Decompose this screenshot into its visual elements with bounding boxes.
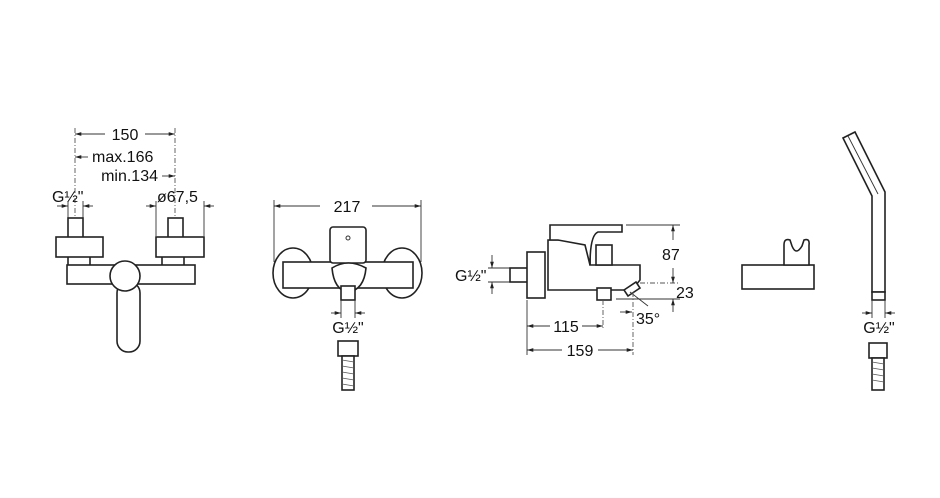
handle-hub (109, 260, 141, 292)
shower-mixer-front-view: 150 max.166 min.134 G½" ø67,5 (52, 127, 214, 353)
dim-height-label: 87 (662, 247, 680, 264)
dim-max-label: max.166 (92, 149, 153, 166)
mixer-body (547, 239, 641, 291)
dim-outlet-label: 23 (676, 285, 694, 302)
handshower-view: G½" (741, 130, 895, 391)
thread-label: G½" (52, 189, 83, 206)
handshower-thread (871, 291, 886, 301)
diameter-label: ø67,5 (157, 189, 198, 206)
dim-depth-label: 159 (567, 343, 594, 360)
angle-label: 35° (636, 311, 660, 328)
thread-label: G½" (332, 320, 363, 337)
handshower (841, 130, 886, 293)
lever-handle (549, 224, 623, 266)
holder-hook (783, 238, 810, 266)
escutcheon-left (55, 236, 104, 258)
inlet-thread-right (167, 217, 184, 239)
outlet-thread (596, 287, 612, 301)
hose-connector (868, 342, 888, 359)
dim-width-label: 217 (334, 199, 361, 216)
lever-handle (116, 281, 141, 353)
bath-mixer-front-view: 217 G½" (272, 199, 423, 391)
hose-connector (337, 340, 359, 357)
dim-width-label: 150 (112, 127, 139, 144)
dim-min-label: min.134 (101, 168, 158, 185)
inlet-thread (509, 267, 529, 283)
thread-label: G½" (455, 268, 486, 285)
lever-handle (329, 226, 367, 264)
diverter (331, 262, 367, 293)
spout-nozzle (622, 280, 642, 298)
wall-escutcheon (526, 251, 546, 299)
escutcheon-right (155, 236, 205, 258)
dim-outlet-depth-label: 115 (553, 319, 579, 336)
inlet-thread-left (67, 217, 84, 239)
diverter-knob (595, 244, 613, 266)
wall-holder (741, 264, 815, 290)
thread-label: G½" (863, 320, 894, 337)
outlet-thread (340, 285, 356, 301)
bath-mixer-side-view: G½" 87 23 35° 115 159 (455, 224, 694, 360)
